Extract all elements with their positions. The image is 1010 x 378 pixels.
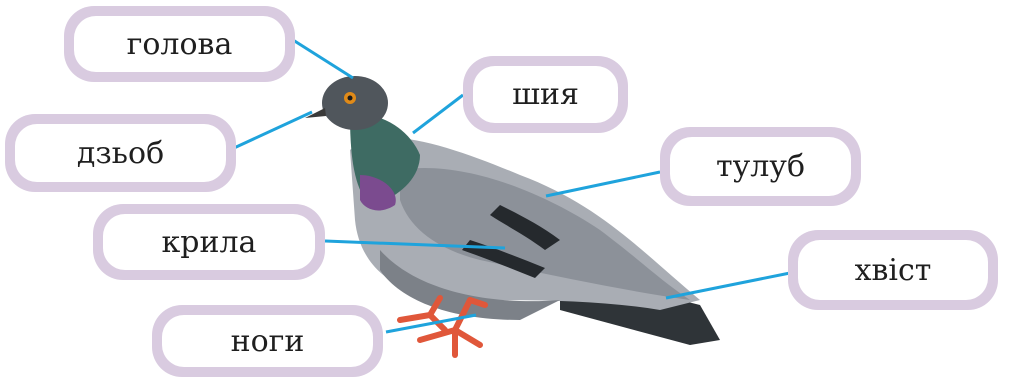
label-body-text: тулуб — [670, 137, 851, 196]
leader-line-head — [293, 40, 353, 78]
pigeon-head — [322, 76, 388, 130]
label-beak: дзьоб — [5, 114, 236, 192]
label-legs-text: ноги — [162, 315, 373, 367]
label-neck-text: шия — [473, 66, 618, 123]
leader-line-beak — [234, 112, 312, 148]
label-wings: крила — [93, 204, 325, 280]
label-tail-text: хвіст — [798, 240, 988, 300]
leader-line-body — [546, 172, 660, 196]
label-neck: шия — [463, 56, 628, 133]
leader-line-neck — [413, 95, 463, 133]
label-body: тулуб — [660, 127, 861, 206]
label-beak-text: дзьоб — [15, 124, 226, 182]
label-legs: ноги — [152, 305, 383, 377]
label-head: голова — [64, 6, 295, 82]
label-wings-text: крила — [103, 214, 315, 270]
label-head-text: голова — [74, 16, 285, 72]
label-tail: хвіст — [788, 230, 998, 310]
leader-line-tail — [666, 273, 790, 298]
